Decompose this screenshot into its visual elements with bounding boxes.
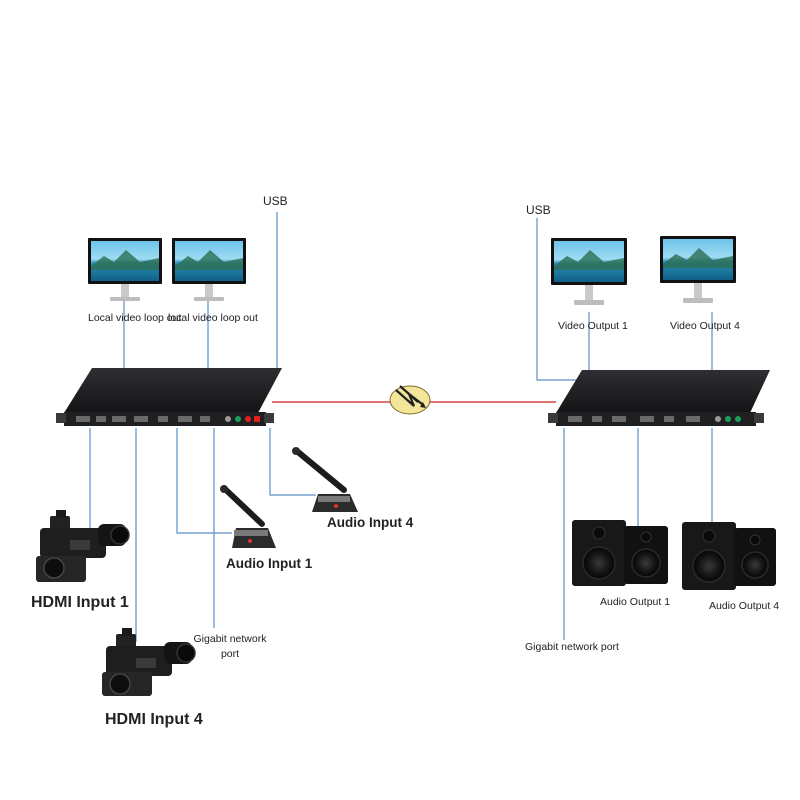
monitor-loop-out-2: [172, 238, 246, 301]
label-loop-out-1: Local video loop out: [88, 312, 182, 324]
monitor-video-out-4: [660, 236, 736, 303]
camcorder-hdmi-4-icon: [102, 628, 196, 696]
decoder-device: [548, 370, 770, 426]
label-audio-input-4: Audio Input 4: [327, 515, 414, 530]
line-usb-right: [536, 218, 580, 381]
microphone-audio-1-icon: [220, 485, 276, 548]
label-audio-output-4: Audio Output 4: [709, 600, 780, 612]
speaker-audio-out-4-icon: [682, 522, 776, 590]
label-hdmi-input-1: HDMI Input 1: [31, 594, 129, 611]
label-video-output-1: Video Output 1: [558, 320, 628, 332]
label-gigabit-right: Gigabit network port: [525, 641, 619, 653]
label-audio-output-1: Audio Output 1: [600, 596, 671, 608]
encoder-device: [56, 368, 282, 426]
label-audio-input-1: Audio Input 1: [226, 556, 313, 571]
speaker-audio-out-1-icon: [572, 520, 668, 586]
label-gigabit-left: Gigabit network port: [190, 633, 270, 660]
camcorder-hdmi-1-icon: [36, 510, 130, 582]
network-symbol-icon: [389, 385, 431, 415]
line-usb-left: [252, 212, 278, 373]
label-usb-right: USB: [526, 203, 551, 217]
microphone-audio-4-icon: [292, 447, 358, 512]
monitor-loop-out-1: [88, 238, 162, 301]
label-gigabit-left-line2: port: [220, 647, 240, 660]
label-usb-left: USB: [263, 194, 288, 208]
label-hdmi-input-4: HDMI Input 4: [105, 711, 203, 728]
line-audio-1: [176, 428, 232, 534]
label-video-output-4: Video Output 4: [670, 320, 740, 332]
label-loop-out-2: local video loop out: [168, 312, 258, 324]
monitor-video-out-1: [551, 238, 627, 305]
line-audio-4: [269, 428, 316, 496]
connector-lines: [89, 212, 713, 642]
label-gigabit-left-line1: Gigabit network: [193, 633, 267, 645]
